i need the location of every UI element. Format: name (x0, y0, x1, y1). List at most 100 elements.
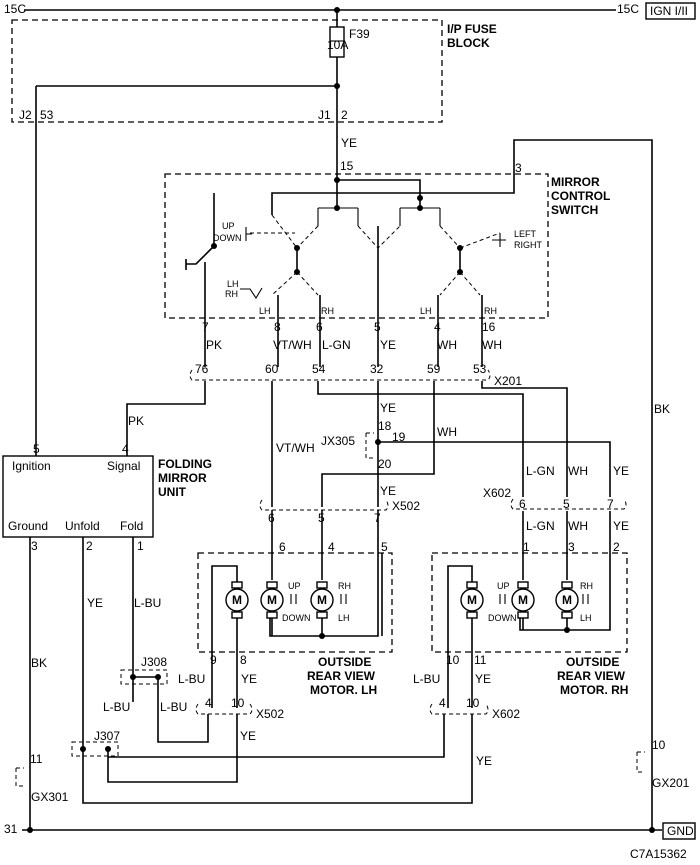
wire-vtwh-1: VT/WH (273, 338, 312, 352)
connector-x602-top: X602 6 5 7 L-GN WH YE (483, 464, 629, 511)
wire-ye-4: YE (380, 484, 396, 498)
rh-pin-10: 10 (446, 653, 460, 667)
lh-fold-motor-m: M (232, 593, 242, 607)
pin-j1: J1 (318, 108, 331, 122)
switch-pin-3: 3 (515, 161, 522, 175)
wire-ye-5: YE (87, 596, 103, 610)
wire-ye-8: YE (241, 672, 257, 686)
lh-title-2: REAR VIEW (307, 669, 376, 683)
x602-top-pin-6: 6 (519, 497, 526, 511)
lh-title-1: OUTSIDE (318, 655, 371, 669)
switch-title-3: SWITCH (551, 203, 598, 217)
fold-pin-1: 1 (137, 539, 144, 553)
fold-pin-5: 5 (33, 442, 40, 456)
fold-ground: Ground (8, 519, 48, 533)
wire-ye-1: YE (341, 136, 357, 150)
fold-ignition: Ignition (12, 459, 51, 473)
fold-title-2: MIRROR (158, 471, 207, 485)
x502-bottom-pin-10: 10 (231, 696, 245, 710)
lh-title-3: MOTOR. LH (310, 683, 377, 697)
lh-pin-9: 9 (210, 653, 217, 667)
gx201-pin: 10 (652, 738, 666, 752)
fuse-block-title-1: I/P FUSE (447, 22, 497, 36)
wire-lbu-2: L-BU (178, 672, 205, 686)
pin-53: 53 (40, 108, 54, 122)
lh-pin-4: 4 (328, 540, 335, 554)
lh-lh: LH (338, 613, 350, 623)
lh-pin-8: 8 (240, 653, 247, 667)
wires-harness-lower: L-BU YE YE L-BU (103, 677, 492, 783)
x602-top-pin-7: 7 (607, 497, 614, 511)
switch-pin-16: 16 (482, 320, 496, 334)
gnd-label: GND (667, 824, 694, 838)
motor-lh: 6 4 5 M M UP DOWN M RH LH 9 8 OUTSIDE RE… (197, 540, 393, 697)
switch-title-1: MIRROR (551, 175, 600, 189)
wire-wh-4: WH (568, 464, 588, 478)
label-up: UP (222, 221, 235, 231)
x602-bottom-pin-10: 10 (466, 696, 480, 710)
jx305-label: JX305 (321, 434, 355, 448)
x602-label-bottom: X602 (492, 707, 520, 721)
rh-updown-motor-m: M (518, 593, 528, 607)
x502-label-top: X502 (392, 499, 420, 513)
wire-ye-6: YE (613, 464, 629, 478)
rh-fold-motor-m: M (467, 593, 477, 607)
wire-ye-3: YE (380, 401, 396, 415)
fold-pin-2: 2 (86, 539, 93, 553)
lh-pin-5: 5 (381, 540, 388, 554)
wire-ye-10: YE (240, 729, 256, 743)
label-sel-rh: RH (225, 289, 238, 299)
wire-lgn-2: L-GN (526, 464, 555, 478)
lh-up: UP (288, 581, 301, 591)
ign-box (645, 2, 696, 20)
wire-ye-9: YE (475, 672, 491, 686)
lh-leftright-motor-m: M (317, 593, 327, 607)
rh-title-3: MOTOR. RH (560, 683, 628, 697)
fuse-block-title-2: BLOCK (447, 36, 490, 50)
rh-title-2: REAR VIEW (557, 669, 626, 683)
rh-fold-motor (460, 588, 484, 612)
rh-pin-2: 2 (613, 540, 620, 554)
wire-wh-2: WH (482, 338, 502, 352)
j308-label: J308 (141, 655, 167, 669)
x602-label-top: X602 (483, 486, 511, 500)
wire-ye-11: YE (476, 754, 492, 768)
motor-rh: 1 3 2 M M UP DOWN M RH LH 10 11 OUTSIDE … (431, 540, 628, 697)
x201-label: X201 (494, 374, 522, 388)
label-sel-lh: LH (227, 279, 239, 289)
ground-gx201: 10 GX201 (636, 738, 690, 830)
rh-lh: LH (580, 613, 592, 623)
lh-rh: RH (338, 581, 351, 591)
wire-ye-7: YE (613, 519, 629, 533)
label-down: DOWN (213, 233, 242, 243)
fuse-name: F39 (349, 27, 370, 41)
fold-title-1: FOLDING (158, 457, 212, 471)
wire-bk-2: BK (31, 656, 47, 670)
junction-jx305: 18 19 20 JX305 YE (321, 419, 611, 507)
fold-signal: Signal (107, 459, 140, 473)
pin-2: 2 (341, 108, 348, 122)
x502-label-bottom: X502 (256, 707, 284, 721)
x201-pin-32: 32 (370, 362, 384, 376)
power-label-right: 15C (617, 2, 639, 16)
gx201-label: GX201 (652, 776, 690, 790)
wires-motor-lower: L-BU YE L-BU YE (178, 660, 491, 708)
gx301-pin: 11 (30, 752, 43, 766)
gnd-pin-31: 31 (4, 822, 18, 836)
rh-updown-motor (511, 588, 535, 612)
diagram-code: C7A15362 (630, 847, 687, 861)
jx305-pin-19: 19 (392, 430, 406, 444)
fold-fold: Fold (120, 519, 143, 533)
wire-lgn-1: L-GN (322, 338, 351, 352)
gnd-box (662, 822, 696, 840)
x201-pin-54: 54 (312, 362, 326, 376)
lh-pin-6: 6 (279, 540, 286, 554)
wire-bk-1: BK (654, 402, 670, 416)
lh-updown-motor (260, 588, 284, 612)
wire-wh-5: WH (568, 519, 588, 533)
switch-pin-15: 15 (340, 159, 354, 173)
folding-mirror-unit: 5 4 Ignition Signal Ground Unfold Fold F… (2, 442, 212, 553)
wire-vtwh-2: VT/WH (276, 441, 315, 455)
connector-x502-top: 6 5 7 X502 (259, 499, 420, 525)
